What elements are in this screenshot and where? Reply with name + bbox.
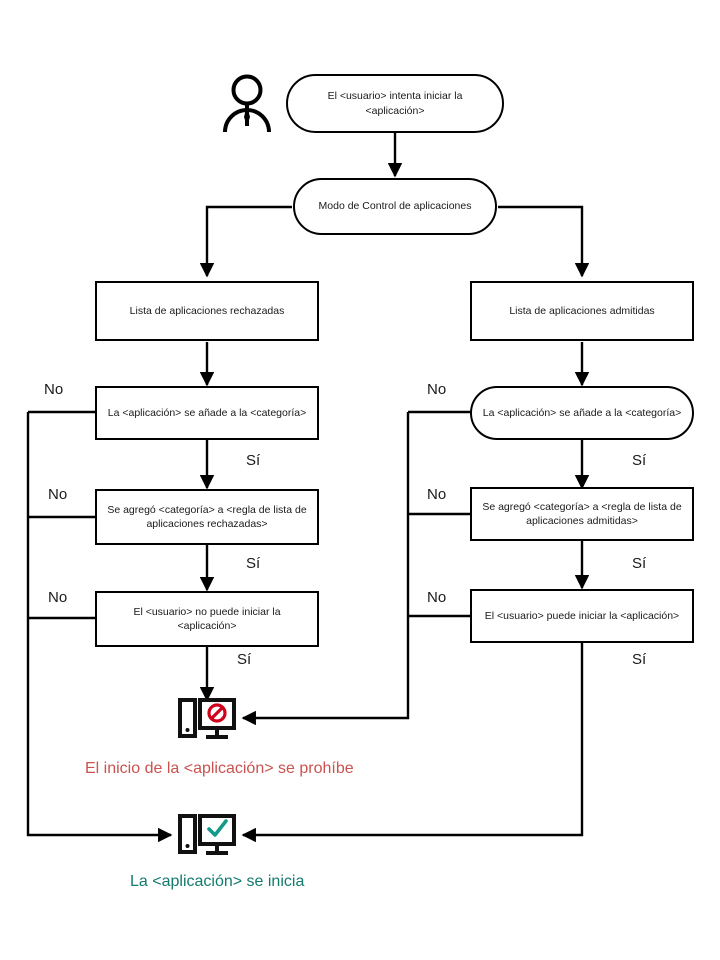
edge-label-left-category-si: Sí xyxy=(246,452,261,469)
outcome-allowed-label: La <aplicación> se inicia xyxy=(130,873,305,890)
edge-label-right-rule-no: No xyxy=(427,486,447,503)
edge-label-left-result-no: No xyxy=(48,589,68,606)
node-denied-category[interactable]: La <aplicación> se añade a la <categoría… xyxy=(95,386,319,440)
wire-mode-to-denied-list xyxy=(199,205,292,278)
outcome-denied-label: El inicio de la <aplicación> se prohíbe xyxy=(85,760,354,777)
node-allowed-category[interactable]: La <aplicación> se añade a la <categoría… xyxy=(470,386,694,440)
node-denied-rule-label: Se agregó <categoría> a <regla de lista … xyxy=(107,503,307,530)
node-allowed-result[interactable]: El <usuario> puede iniciar la <aplicació… xyxy=(470,589,694,643)
edge-label-left-rule-no: No xyxy=(48,486,68,503)
user-actor-icon xyxy=(220,72,274,139)
edge-label-left-rule-si: Sí xyxy=(246,555,261,572)
node-mode-label: Modo de Control de aplicaciones xyxy=(318,200,472,213)
edge-label-left-category-no: No xyxy=(44,381,64,398)
edge-label-right-result-si: Sí xyxy=(632,651,647,668)
wire-allowed-result-to-allowed-icon xyxy=(241,643,584,843)
edge-label-right-rule-si: Sí xyxy=(632,555,647,572)
node-allowed-rule[interactable]: Se agregó <categoría> a <regla de lista … xyxy=(470,487,694,541)
edge-label-right-category-no: No xyxy=(427,381,447,398)
edge-label-right-result-no: No xyxy=(427,589,447,606)
wire-right-no-spine-to-blocked-icon xyxy=(241,412,410,726)
monitor-blocked-icon xyxy=(178,698,236,747)
node-denied-result[interactable]: El <usuario> no puede iniciar la <aplica… xyxy=(95,591,319,647)
node-mode[interactable]: Modo de Control de aplicaciones xyxy=(293,178,497,235)
node-denied-list-label: Lista de aplicaciones rechazadas xyxy=(129,304,285,317)
node-allowed-list-label: Lista de aplicaciones admitidas xyxy=(509,304,655,317)
wire-left-no-spine-to-allowed-icon xyxy=(26,412,173,843)
node-allowed-category-label: La <aplicación> se añade a la <categoría… xyxy=(482,406,682,419)
node-allowed-rule-label: Se agregó <categoría> a <regla de lista … xyxy=(482,500,682,527)
node-start-label: El <usuario> intenta iniciar la <aplicac… xyxy=(327,90,463,117)
edge-label-left-result-si: Sí xyxy=(237,651,252,668)
node-denied-rule[interactable]: Se agregó <categoría> a <regla de lista … xyxy=(95,489,319,545)
edge-label-right-category-si: Sí xyxy=(632,452,647,469)
node-denied-category-label: La <aplicación> se añade a la <categoría… xyxy=(107,406,307,419)
node-start[interactable]: El <usuario> intenta iniciar la <aplicac… xyxy=(286,74,504,133)
node-denied-list[interactable]: Lista de aplicaciones rechazadas xyxy=(95,281,319,341)
monitor-check-icon xyxy=(178,814,236,863)
wire-mode-to-allowed-list xyxy=(498,205,590,278)
node-allowed-result-label: El <usuario> puede iniciar la <aplicació… xyxy=(484,609,680,622)
node-allowed-list[interactable]: Lista de aplicaciones admitidas xyxy=(470,281,694,341)
node-denied-result-label: El <usuario> no puede iniciar la <aplica… xyxy=(133,605,281,632)
